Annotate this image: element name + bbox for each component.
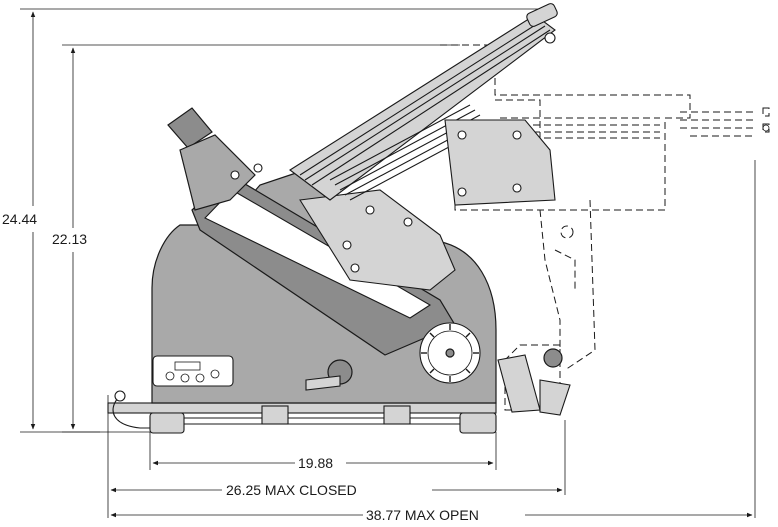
slicer-body	[107, 3, 571, 434]
dimension-max-open: 38.77 MAX OPEN	[110, 507, 753, 523]
dimension-base-width: 19.88	[152, 455, 494, 471]
extension-lines	[20, 8, 756, 518]
dimension-closed-height: 22.13	[52, 47, 87, 430]
control-panel	[152, 355, 234, 387]
dial-ticks	[421, 324, 479, 382]
dimension-base-width-label: 19.88	[298, 455, 333, 471]
dimension-closed-height-label: 22.13	[52, 231, 87, 247]
dimension-overall-height-label: 24.44	[2, 211, 37, 227]
dimension-max-closed-label: 26.25 MAX CLOSED	[226, 482, 357, 498]
slide-rails	[299, 21, 551, 186]
dimension-max-open-label: 38.77 MAX OPEN	[366, 507, 479, 523]
dimension-overall-height: 24.44	[2, 11, 37, 430]
dimension-max-closed: 26.25 MAX CLOSED	[110, 482, 563, 498]
